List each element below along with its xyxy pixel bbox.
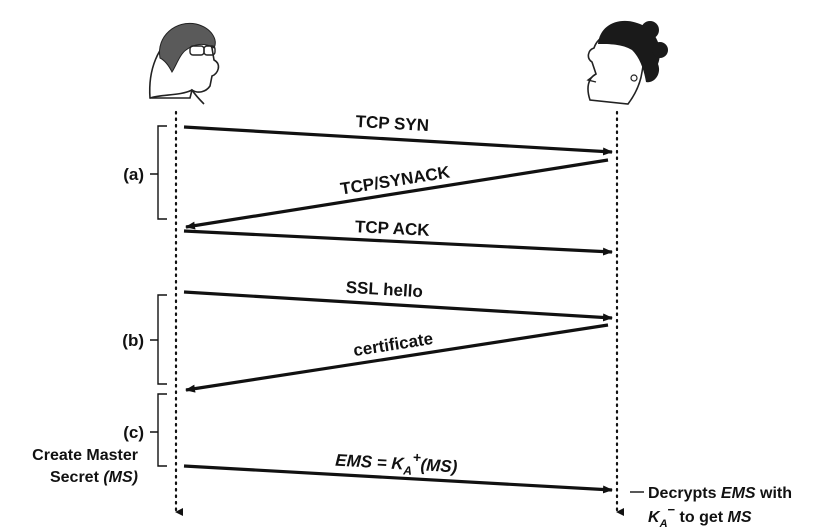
message-arrow-certificate (185, 323, 609, 393)
message-arrow-tcp-ack (183, 229, 613, 256)
woman-with-curly-hair-icon (586, 20, 668, 105)
message-arrow-tcp-syn (183, 125, 613, 156)
phase-label-a: (a) (123, 165, 144, 184)
phase-label-c: (c) (123, 423, 144, 442)
phase-bracket-a (150, 125, 167, 220)
phase-bracket-b (150, 294, 167, 385)
message-arrow-ssl-hello (183, 290, 613, 322)
right-note-line-2: KA− to get MS (648, 502, 752, 530)
message-label-certificate: certificate (352, 329, 434, 360)
message-label-ems: EMS = KA+(MS) (335, 445, 459, 481)
message-arrow-ems (183, 464, 613, 494)
man-with-glasses-icon (148, 22, 220, 105)
message-arrow-tcp-synack (185, 158, 609, 230)
left-note-line-2: Secret (MS) (50, 469, 138, 486)
phase-bracket-c (150, 393, 167, 467)
message-label-ssl-hello: SSL hello (345, 278, 423, 302)
message-label-tcp-ack: TCP ACK (355, 217, 431, 240)
message-label-tcp-syn: TCP SYN (355, 112, 429, 135)
phase-label-b: (b) (122, 331, 144, 350)
right-note-line-1: Decrypts EMS with (648, 485, 792, 502)
left-note-line-1: Create Master (32, 447, 138, 464)
